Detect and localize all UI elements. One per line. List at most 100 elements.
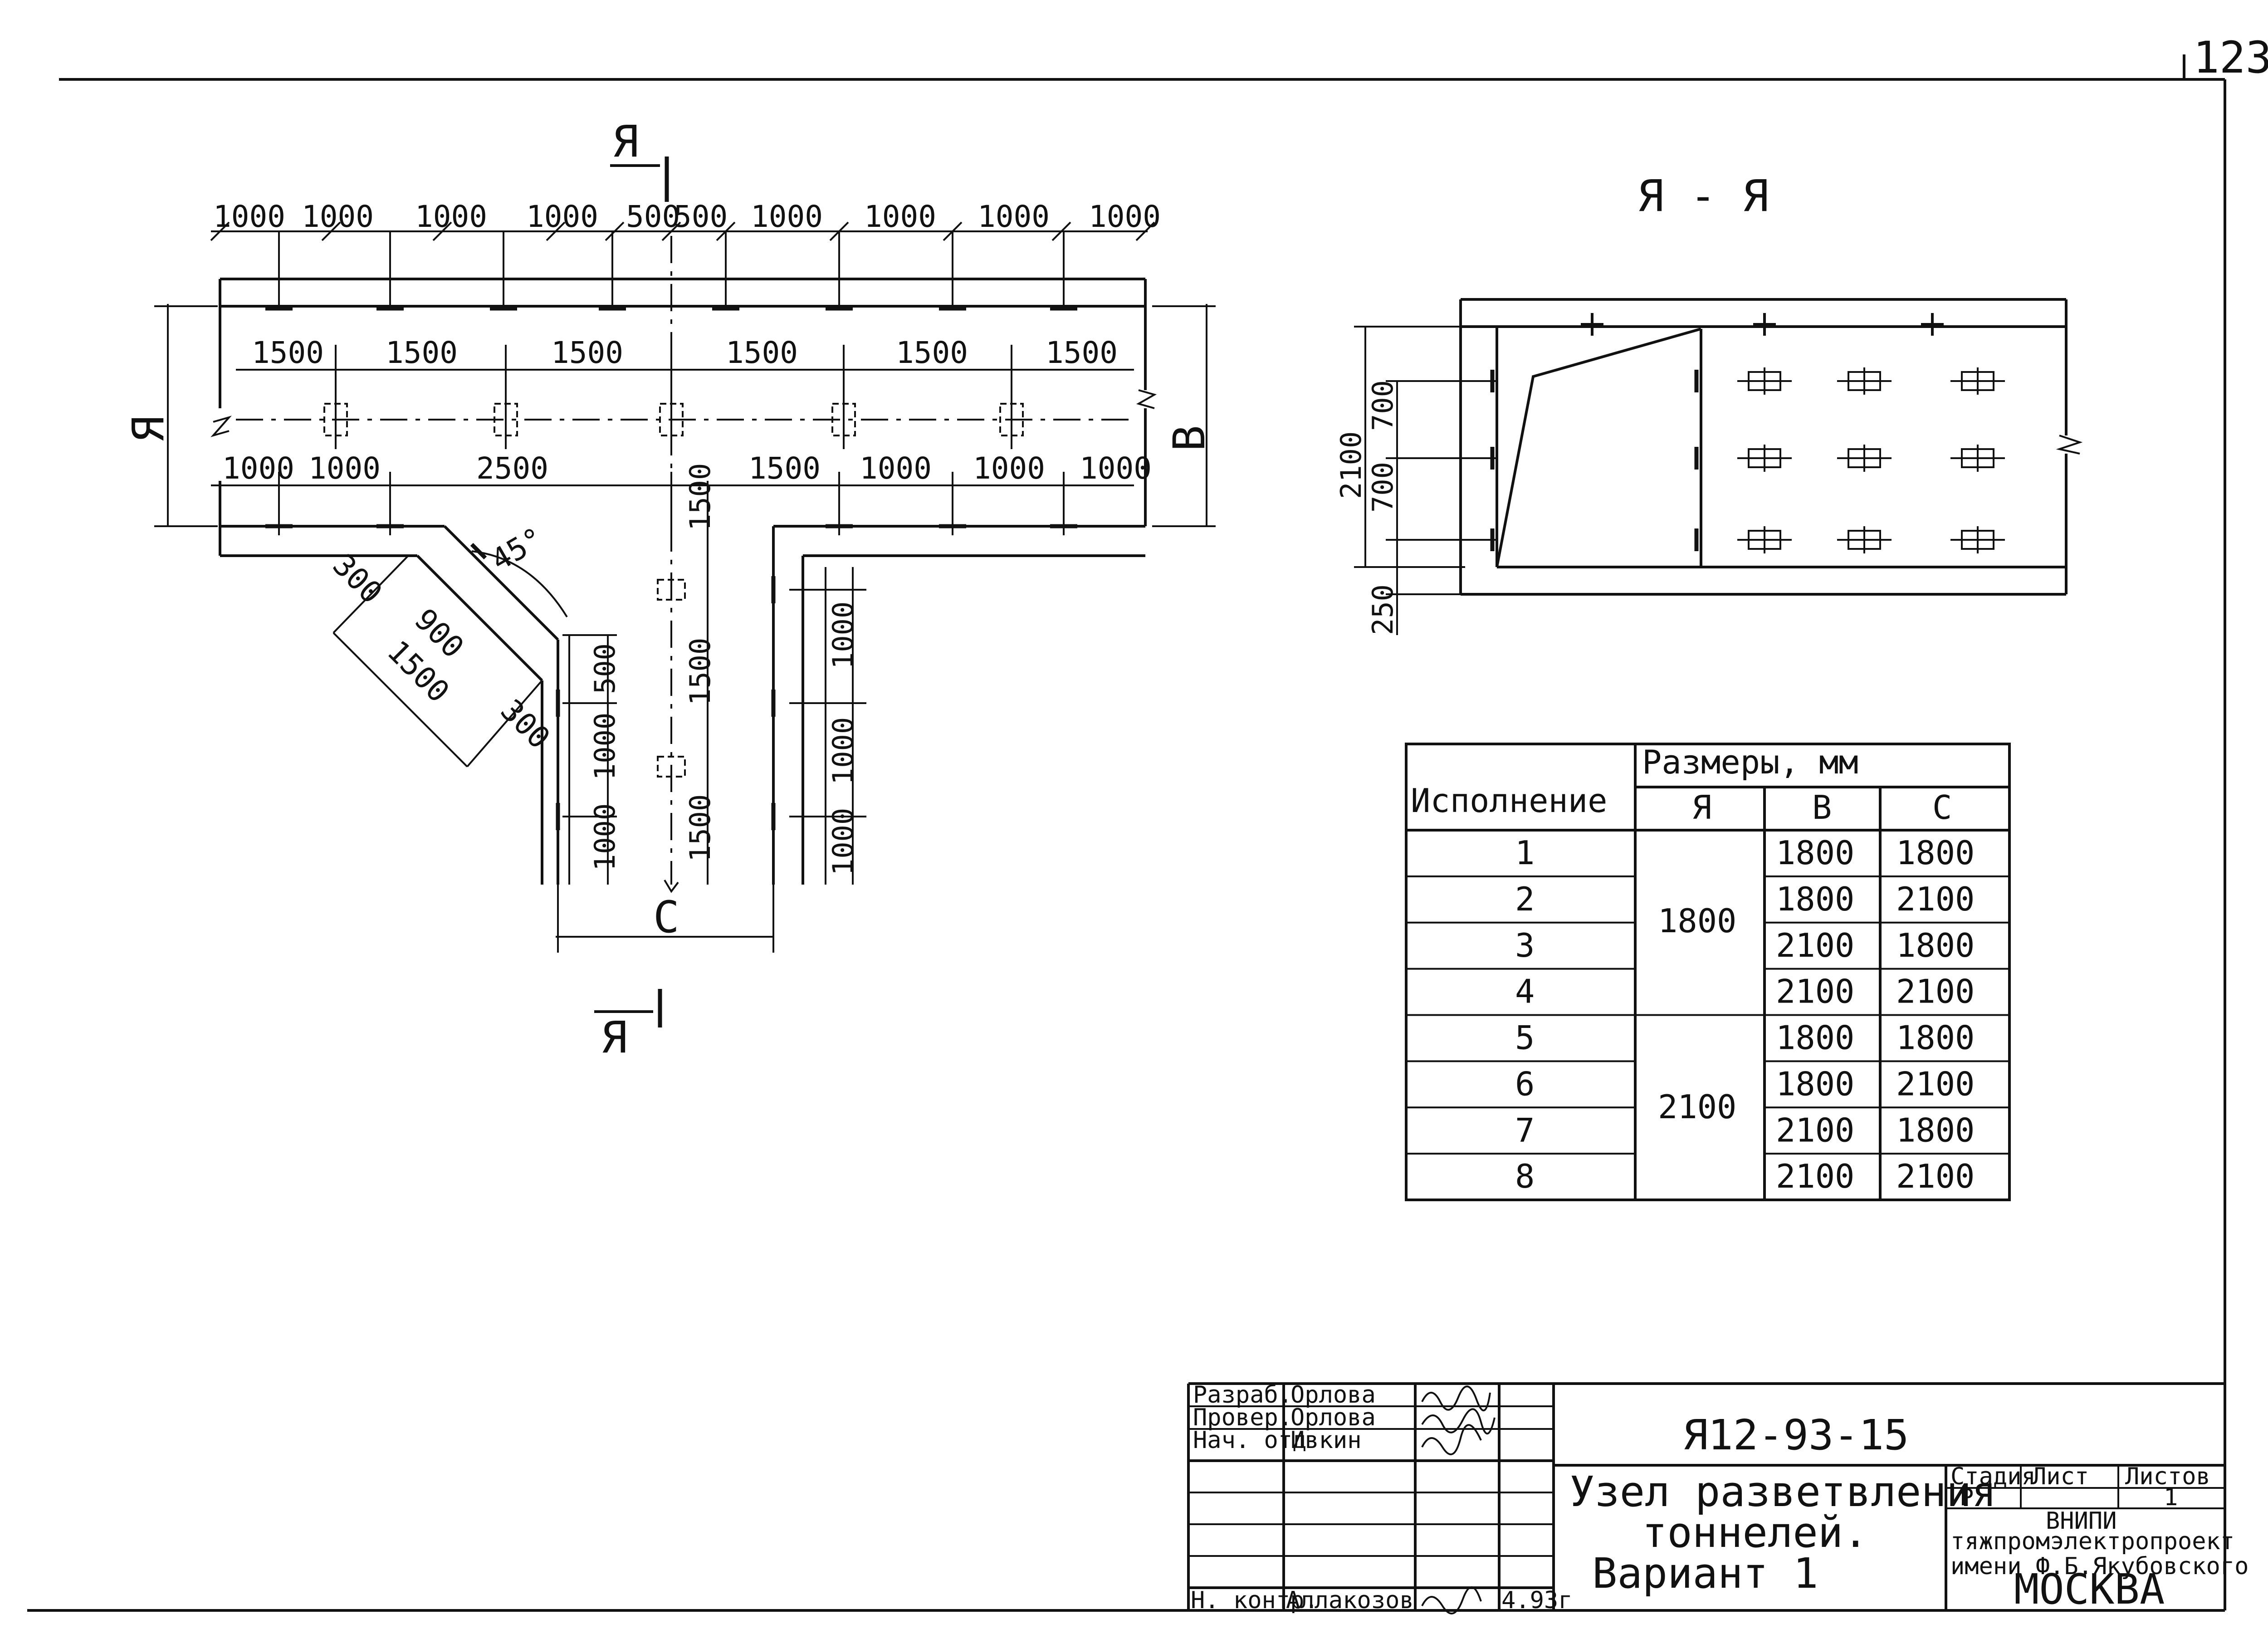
top-dim-4: 500 xyxy=(626,199,680,234)
org-line-2: тяжпромэлектропроект xyxy=(1950,1528,2234,1555)
row-7-b: 2100 xyxy=(1776,1111,1854,1149)
top-dim-0: 1000 xyxy=(213,199,285,234)
branch-right-dim-0: 1000 xyxy=(826,602,860,669)
section-title: Я - Я xyxy=(1637,171,1769,221)
row-1-c: 1800 xyxy=(1896,834,1975,872)
lower-dim-3: 1500 xyxy=(748,451,821,486)
sheets-total: 1 xyxy=(2164,1484,2178,1511)
row-1-b: 1800 xyxy=(1776,834,1854,872)
row-5-c: 1800 xyxy=(1896,1019,1975,1057)
sheets-label: Листов xyxy=(2125,1463,2210,1490)
section-dim-2100: 2100 xyxy=(1334,431,1368,499)
row-6-c: 2100 xyxy=(1896,1065,1975,1103)
pitch-dim-1: 1500 xyxy=(386,335,458,370)
row-8-number: 8 xyxy=(1515,1157,1535,1195)
role-head: Нач. отд xyxy=(1193,1427,1306,1454)
title-line-2: тоннелей. xyxy=(1642,1508,1868,1557)
role-norm-control: Н. контр. xyxy=(1191,1587,1319,1614)
title-line-1: Узел разветвления xyxy=(1569,1468,1997,1516)
section-marker-top: Я xyxy=(610,116,669,202)
top-dim-7: 1000 xyxy=(864,199,936,234)
lower-dim-4: 1000 xyxy=(860,451,932,486)
branch-mid-dim-0: 1500 xyxy=(684,463,717,531)
row-6-number: 6 xyxy=(1515,1065,1535,1103)
label-a: Я xyxy=(123,416,174,442)
row-8-b: 2100 xyxy=(1776,1157,1854,1195)
top-dim-1: 1000 xyxy=(302,199,374,234)
top-dim-8: 1000 xyxy=(978,199,1050,234)
sheet-number: 123 xyxy=(2193,32,2268,83)
section-marker-bottom: Я xyxy=(594,989,662,1063)
lower-dim-6: 1000 xyxy=(1080,451,1152,486)
pitch-dim-3: 1500 xyxy=(726,335,798,370)
header-b: В xyxy=(1812,788,1832,827)
lower-dim-1: 1000 xyxy=(308,451,381,486)
row-6-b: 1800 xyxy=(1776,1065,1854,1103)
row-3-c: 1800 xyxy=(1896,926,1975,964)
row-7-number: 7 xyxy=(1515,1111,1535,1149)
group-a-2100: 2100 xyxy=(1658,1088,1736,1126)
row-5-number: 5 xyxy=(1515,1019,1535,1057)
header-a: Я xyxy=(1692,788,1711,827)
group-a-1800: 1800 xyxy=(1658,902,1736,940)
org-line-3: имени Ф.Б.Якубовского xyxy=(1950,1553,2248,1580)
date: 4.93г xyxy=(1501,1587,1573,1614)
name-checker: Орлова xyxy=(1290,1404,1376,1431)
section-dim-700-b: 700 xyxy=(1366,462,1399,513)
stage-value: Р xyxy=(1960,1484,1974,1511)
pitch-dim-5: 1500 xyxy=(1046,335,1118,370)
label-c: С xyxy=(653,892,679,943)
pitch-dim-2: 1500 xyxy=(551,335,623,370)
title-block: Разраб. Провер. Нач. отд Н. контр. Орлов… xyxy=(1187,1381,2248,1614)
role-developer: Разраб. xyxy=(1193,1381,1292,1409)
section-view: Я - Я 2100 700 700 250 xyxy=(1334,171,2083,635)
branch-left-dim-0: 500 xyxy=(588,643,621,694)
row-4-b: 2100 xyxy=(1776,973,1854,1011)
row-3-b: 2100 xyxy=(1776,926,1854,964)
row-1-number: 1 xyxy=(1515,834,1535,872)
org-line-1: ВНИПИ xyxy=(2046,1507,2117,1535)
branch-mid-dim-1: 1500 xyxy=(684,638,717,705)
section-dim-250: 250 xyxy=(1366,584,1399,635)
top-dim-5: 500 xyxy=(674,199,728,234)
sizes-table: 1 1800 1800 2 1800 2100 3 2100 1800 4 2100 2100 5 180… xyxy=(1405,743,2011,1201)
row-2-number: 2 xyxy=(1515,880,1535,918)
row-2-b: 1800 xyxy=(1776,880,1854,918)
name-head: Ивкин xyxy=(1290,1427,1362,1454)
top-dim-3: 1000 xyxy=(526,199,598,234)
angle-label: 45° xyxy=(485,521,550,578)
name-developer: Орлова xyxy=(1290,1381,1376,1409)
top-dim-6: 1000 xyxy=(751,199,823,234)
branch-right-dim-2: 1000 xyxy=(826,808,860,876)
header-c: С xyxy=(1932,788,1952,827)
branch-right-dim-1: 1000 xyxy=(826,717,860,785)
sheet-frame: 1 2 3 xyxy=(27,32,2268,1612)
branch-left-dim-2: 1000 xyxy=(588,803,621,871)
diag-dim-300-b: 300 xyxy=(494,693,557,756)
name-norm-control: Аллакозов xyxy=(1286,1587,1414,1614)
svg-text:Я: Я xyxy=(601,1012,627,1063)
header-sizes: Размеры, мм xyxy=(1642,743,1858,781)
svg-text:Я: Я xyxy=(612,116,639,167)
doc-code: Я12-93-15 xyxy=(1683,1411,1909,1459)
row-4-c: 2100 xyxy=(1896,973,1975,1011)
header-variant: Исполнение xyxy=(1411,782,1607,820)
title-line-3: Вариант 1 xyxy=(1592,1549,1818,1598)
org-line-4: МОСКВА xyxy=(2014,1565,2165,1614)
pitch-dim-0: 1500 xyxy=(252,335,324,370)
sheet-label: Лист xyxy=(2032,1463,2089,1490)
row-3-number: 3 xyxy=(1515,926,1535,964)
row-4-number: 4 xyxy=(1515,973,1535,1011)
row-8-c: 2100 xyxy=(1896,1157,1975,1195)
branch-left-dim-1: 1000 xyxy=(588,713,621,780)
lower-dim-0: 1000 xyxy=(222,451,294,486)
label-b: В xyxy=(1164,425,1215,451)
top-dim-9: 1000 xyxy=(1089,199,1161,234)
row-2-c: 2100 xyxy=(1896,880,1975,918)
lower-dim-5: 1000 xyxy=(973,451,1045,486)
signatures xyxy=(1421,1385,1496,1614)
top-dim-2: 1000 xyxy=(415,199,487,234)
pitch-dim-4: 1500 xyxy=(896,335,968,370)
